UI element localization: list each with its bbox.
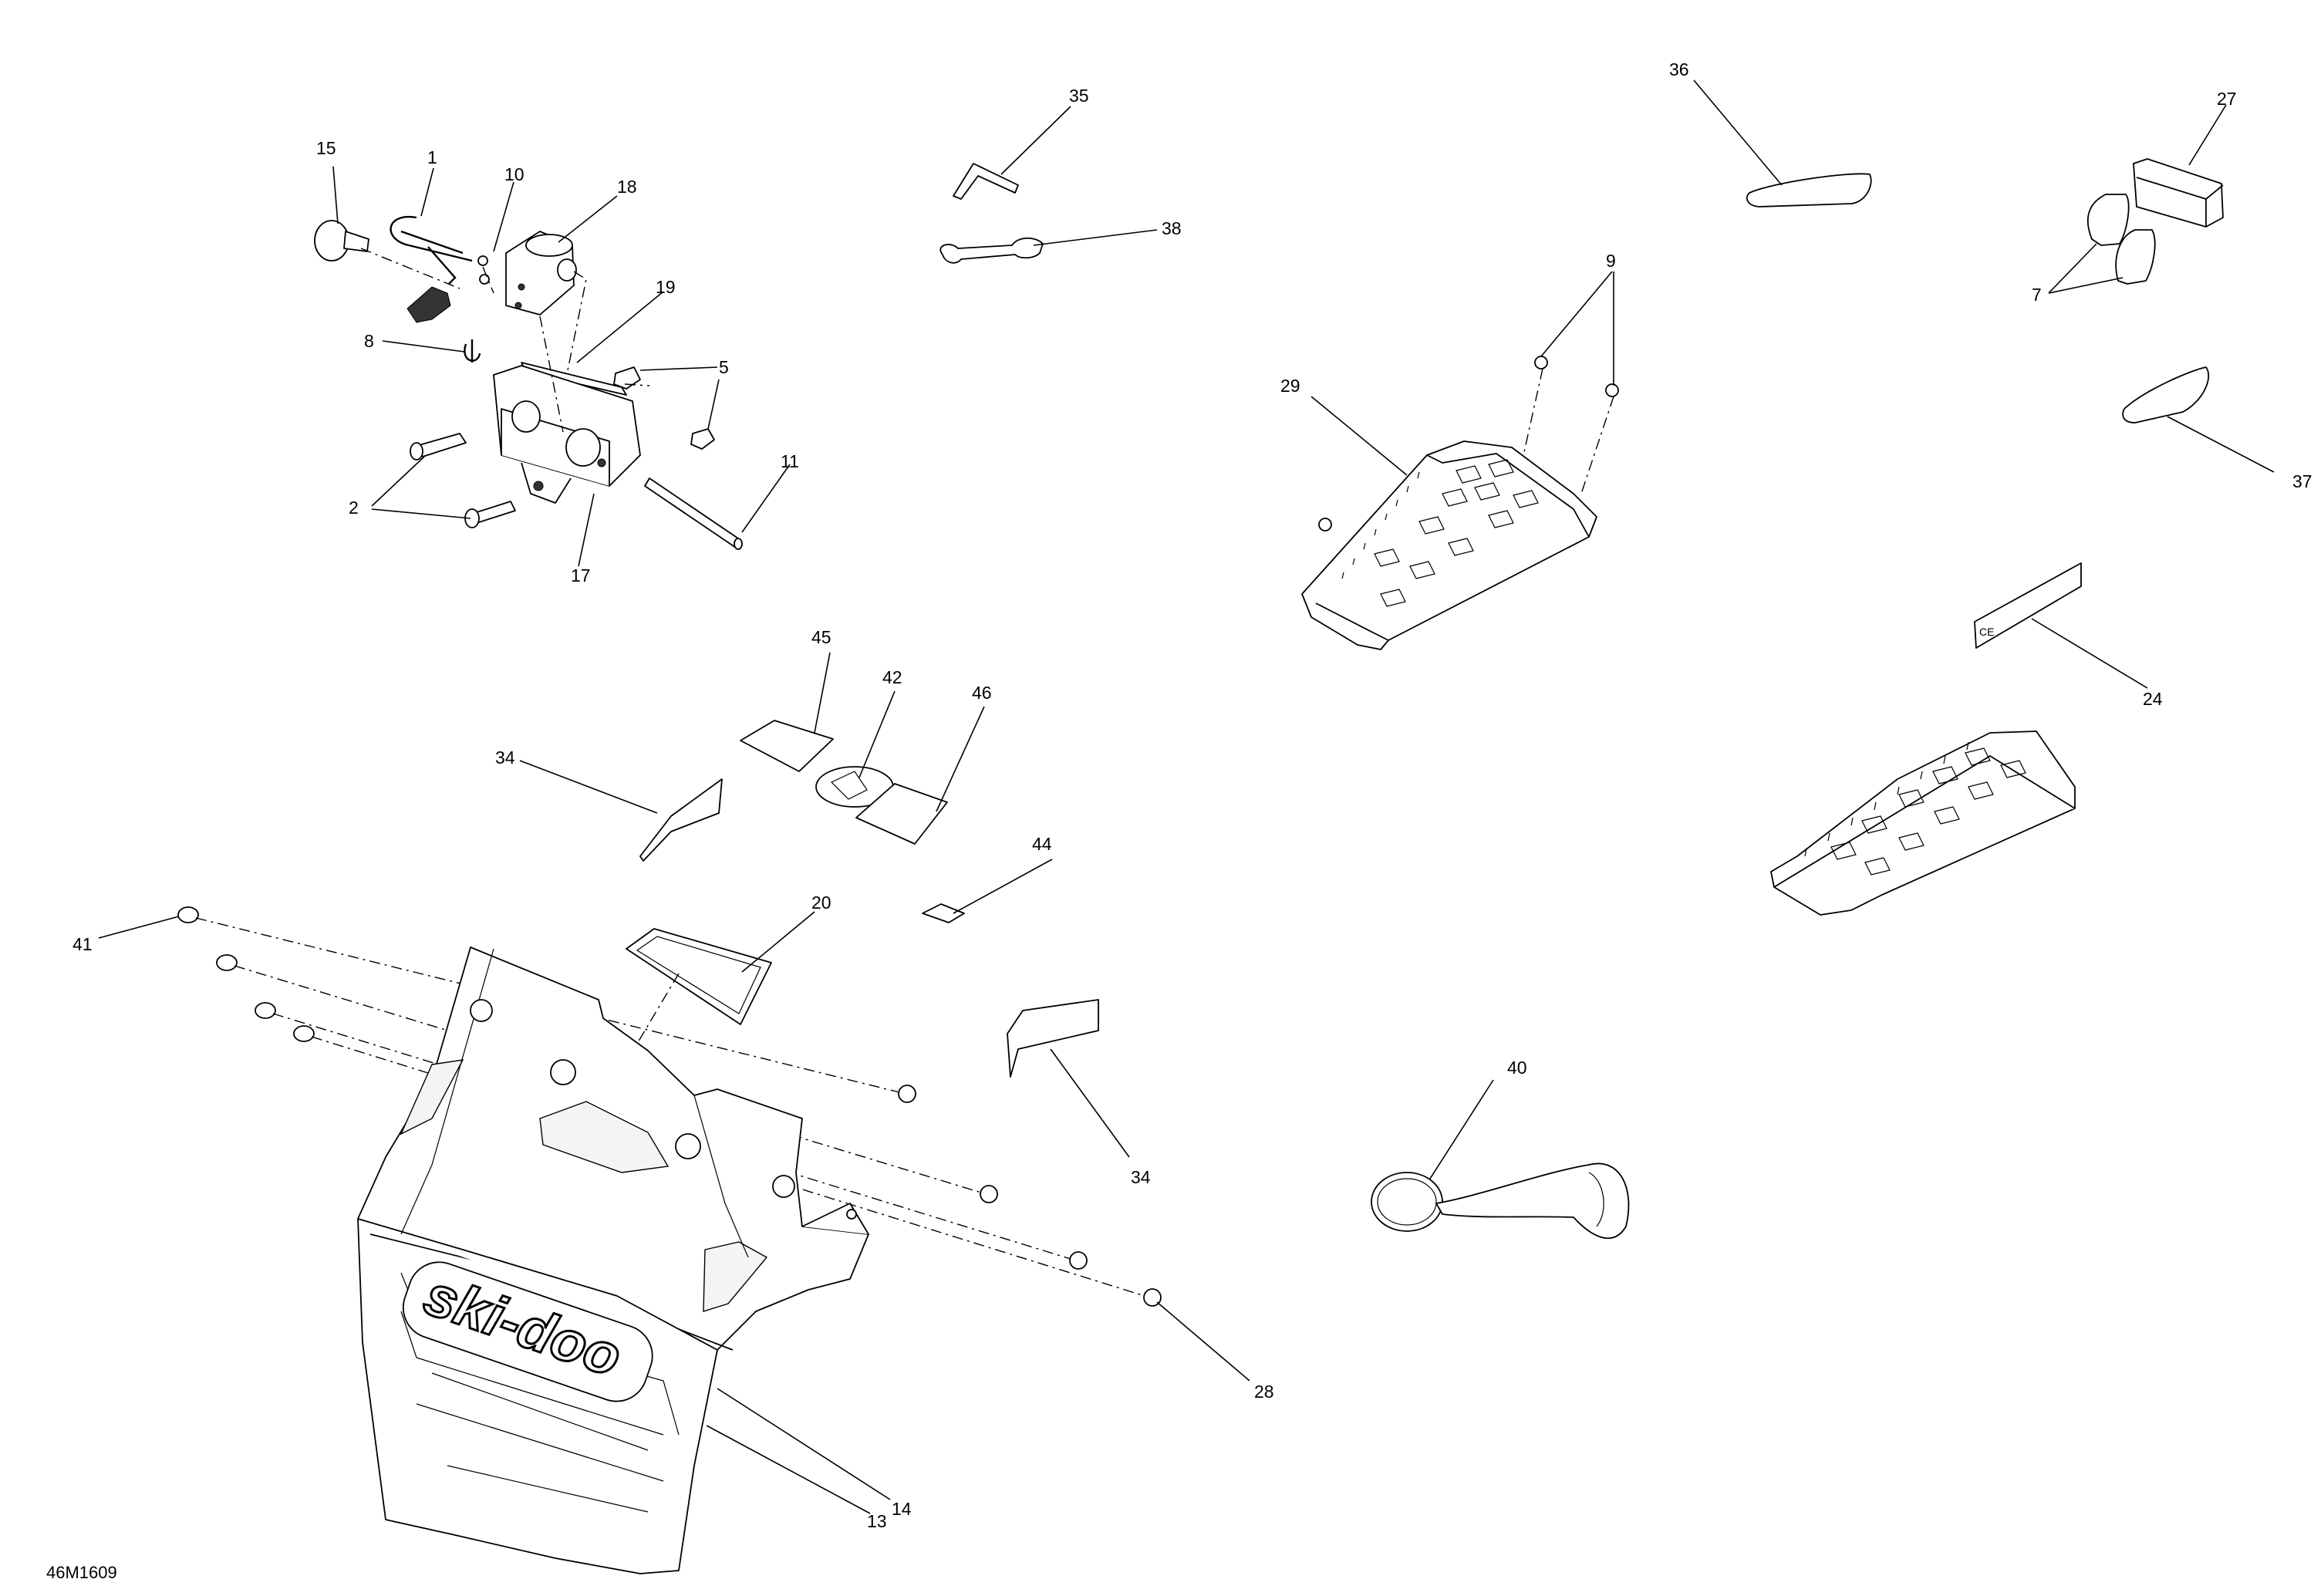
part-34-front-panel: ski-doo	[357, 946, 869, 1574]
part-35-hex-key	[953, 163, 1019, 200]
part-2-bolts	[410, 433, 516, 528]
callout-46: 46	[972, 683, 992, 703]
callout-40: 40	[1507, 1058, 1527, 1078]
callout-29: 34	[1131, 1167, 1151, 1187]
callout-19: 24	[2143, 689, 2163, 709]
part-41-screws	[177, 906, 315, 1042]
svg-text:CE: CE	[1979, 626, 1994, 638]
callout-9: 9	[1606, 251, 1616, 271]
part-lock-plate	[406, 286, 451, 323]
part-37-decal	[2122, 366, 2210, 423]
part-38-wrench	[939, 237, 1044, 264]
callout-45: 45	[811, 627, 831, 647]
callout-27: 27	[2217, 89, 2237, 109]
callout-24: 29	[1280, 376, 1300, 396]
callout-36: 36	[1669, 59, 1689, 79]
callout-17: 19	[656, 277, 676, 297]
callout-10: 10	[504, 164, 525, 184]
part-14-bracket	[493, 365, 641, 504]
callout-8: 8	[364, 331, 374, 351]
callout-1: 1	[427, 147, 437, 167]
callout-20: 28	[1254, 1382, 1274, 1402]
part-45-decal	[740, 720, 834, 772]
part-44-clip	[922, 903, 965, 923]
part-42-emblem	[815, 766, 894, 808]
footrest-24-slots	[1374, 459, 1539, 607]
callout-42: 42	[882, 667, 902, 687]
callout-18: 20	[811, 892, 831, 913]
callout-34-a: 14	[892, 1499, 912, 1519]
callout-2: 2	[349, 498, 359, 518]
part-8-hook	[464, 339, 481, 363]
callout-28: 34	[495, 747, 515, 768]
callout-34-b: 13	[867, 1511, 887, 1531]
callout-13: 15	[316, 138, 336, 158]
part-15-latch-block	[505, 231, 577, 315]
part-29-decal	[1007, 999, 1099, 1078]
leader-lines	[98, 79, 2275, 1514]
part-7-straps	[2086, 194, 2156, 285]
hitch-assembly	[314, 215, 743, 550]
part-36-decal	[1746, 173, 1872, 208]
footrest-right-slots	[1830, 747, 2026, 876]
callout-11: 11	[781, 451, 799, 471]
callout-14: 17	[571, 565, 591, 585]
callout-5: 5	[719, 357, 729, 377]
part-20-washers	[898, 1085, 1162, 1307]
callout-41: 41	[73, 934, 93, 954]
callout-labels: 15 1 10 18 19 5 8 11 2 17 35 38 36 27 7 …	[73, 59, 2312, 1531]
drawing-code: 46M1609	[46, 1563, 117, 1582]
part-19-label: CE	[1974, 562, 2082, 649]
callout-7: 7	[2032, 285, 2042, 305]
part-footrest-right	[1770, 731, 2076, 916]
part-5-bushings	[613, 366, 715, 450]
part-1-hairpin-clip	[390, 215, 473, 285]
callout-38: 38	[1162, 218, 1182, 238]
part-40-mirror	[1371, 1162, 1630, 1240]
part-24-footrest	[1301, 356, 1619, 650]
callout-15: 18	[617, 177, 637, 197]
part-18-window	[626, 928, 772, 1025]
part-27-latch	[2133, 158, 2224, 228]
callout-37: 37	[2292, 471, 2312, 491]
callout-35: 35	[1069, 86, 1089, 106]
part-13-knob	[314, 220, 369, 262]
part-46-decal	[855, 783, 948, 845]
part-10-nuts	[477, 255, 490, 285]
part-11-long-pin	[644, 477, 743, 550]
callout-44: 44	[1032, 834, 1052, 854]
part-28-decal	[639, 778, 723, 862]
